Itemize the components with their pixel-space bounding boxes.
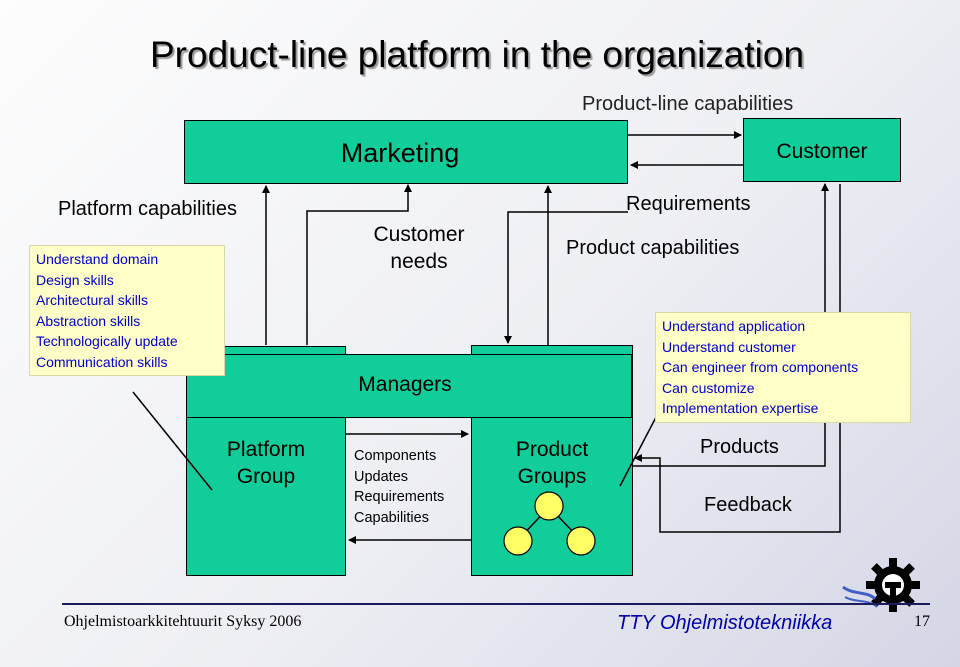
marketing-box (184, 120, 628, 184)
product-capabilities-label: Product capabilities (566, 237, 740, 259)
footer-brand: TTY Ohjelmistotekniikka (617, 612, 833, 634)
component-flow-item: Components (354, 448, 437, 464)
component-flow-item: Requirements (354, 489, 445, 505)
platform-skill-item: Architectural skills (36, 292, 149, 308)
customer-label: Customer (776, 140, 868, 163)
product-skills-note: Understand application Understand custom… (655, 312, 911, 423)
component-flow-list: Components Updates Requirements Capabili… (354, 446, 444, 528)
managers-box-fill (188, 356, 630, 416)
platform-skills-note: Understand domain Design skills Architec… (29, 245, 225, 376)
page-number: 17 (914, 613, 930, 630)
platform-skill-item: Technologically update (36, 333, 178, 349)
footer-course: Ohjelmistoarkkitehtuurit Syksy 2006 (64, 613, 302, 630)
product-groups-label-line1: Product (515, 438, 589, 461)
requirements-connector (504, 211, 628, 344)
product-skill-item: Implementation expertise (662, 400, 819, 416)
tree-node-root (534, 491, 564, 521)
customer-needs-label-line2: needs (390, 250, 448, 273)
footer-rule (62, 603, 930, 605)
platform-skill-item: Design skills (36, 271, 114, 288)
product-groups-label: Product Groups (471, 436, 633, 490)
page-title: Product-line platform in the organizatio… (150, 34, 805, 75)
product-skill-item: Understand application (662, 318, 806, 334)
customer-needs-connector (306, 184, 412, 345)
product-skill-item: Can engineer from components (662, 359, 859, 375)
product-groups-label-line2: Groups (517, 465, 587, 488)
platform-group-label-line2: Group (236, 465, 296, 488)
tty-gear-logo (842, 558, 920, 612)
platform-capabilities-label: Platform capabilities (58, 198, 237, 220)
managers-label: Managers (358, 373, 452, 396)
platform-group-label: Platform Group (186, 436, 346, 490)
customer-needs-label-line1: Customer (373, 223, 465, 246)
tree-node-left (503, 526, 533, 556)
platform-skill-item: Abstraction skills (36, 312, 141, 329)
products-connector (633, 183, 829, 467)
component-flow-item: Updates (354, 468, 409, 485)
component-flow-item: Capabilities (354, 509, 429, 526)
tree-node-right (566, 526, 596, 556)
platform-skill-item: Communication skills (36, 353, 168, 370)
products-label: Products (700, 436, 779, 458)
product-line-capabilities-label: Product-line capabilities (582, 93, 794, 115)
platform-note-pointer (132, 391, 213, 491)
customer-box (743, 118, 901, 182)
product-skill-item: Can customize (662, 379, 755, 396)
platform-skill-item: Understand domain (36, 251, 159, 267)
customer-needs-label: Customer needs (344, 221, 494, 275)
feedback-label: Feedback (704, 494, 792, 516)
requirements-label: Requirements (626, 193, 751, 215)
marketing-label: Marketing (340, 138, 460, 168)
platform-group-label-line1: Platform (226, 438, 306, 461)
product-skill-item: Understand customer (662, 338, 796, 355)
